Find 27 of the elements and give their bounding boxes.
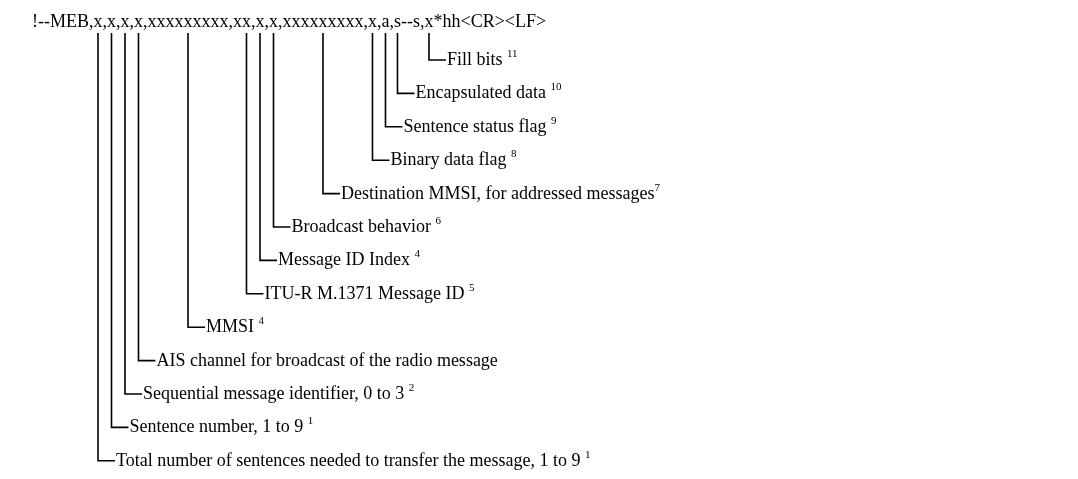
leader-line (187, 32, 206, 328)
field-description: Sentence number, 1 to 9 $^{1}$ (129, 416, 314, 438)
leader-line (110, 32, 130, 429)
leader-line (322, 32, 341, 195)
field-description: Message ID Index $^{4}$ (278, 249, 420, 271)
leader-line (396, 32, 416, 95)
field-description: Binary data flag $^{8}$ (390, 149, 517, 171)
leader-line (272, 32, 292, 228)
field-description: Destination MMSI, for addressed messages$^{7}$ (341, 182, 660, 204)
leader-line (124, 32, 143, 395)
field-description: Sentence status flag $^{9}$ (403, 115, 557, 137)
leader-line (371, 32, 391, 161)
leader-line (137, 32, 157, 362)
leader-line (384, 32, 404, 128)
sentence-format-text: !--MEB,x,x,x,x,xxxxxxxxx,xx,x,x,xxxxxxxxx,x,a,s--s,x*hh<CR><LF> (32, 10, 547, 32)
field-description: Sequential message identifier, 0 to 3 $^{2}$ (143, 383, 415, 404)
field-description: ITU-R M.1371 Message ID $^{5}$ (264, 282, 475, 304)
field-description: Encapsulated data $^{10}$ (415, 82, 562, 104)
leader-line (428, 32, 447, 61)
field-description: MMSI $^{4}$ (206, 316, 264, 338)
field-description: AIS channel for broadcast of the radio message (156, 349, 498, 371)
field-description: Total number of sentences needed to transfer the message, 1 to 9 $^{1}$ (116, 449, 591, 471)
field-description: Fill bits $^{11}$ (446, 49, 518, 70)
field-description: Broadcast behavior $^{6}$ (291, 216, 441, 237)
leader-line (259, 32, 278, 262)
leader-line (97, 32, 116, 462)
leader-line (245, 32, 265, 295)
